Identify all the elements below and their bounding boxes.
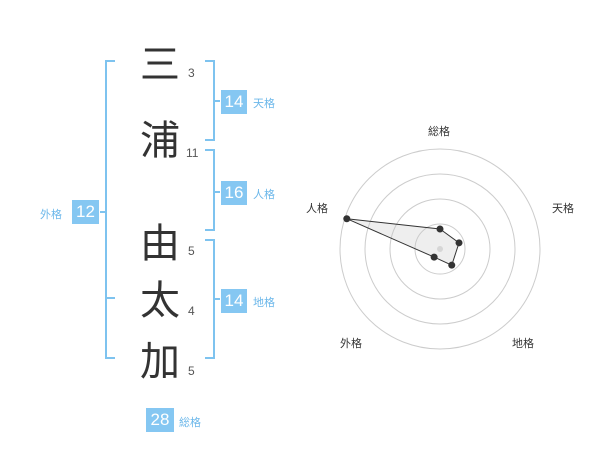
- radar-ring: [339, 148, 541, 350]
- name-char-5: 加: [140, 339, 180, 385]
- radar-point: [430, 253, 438, 261]
- name-char-3: 由: [140, 221, 180, 267]
- radar-label-tenkaku: 天格: [552, 202, 574, 215]
- gaikaku-value: 12: [72, 200, 99, 224]
- radar-center-dot: [437, 246, 443, 252]
- jinkaku-label: 人格: [253, 188, 275, 201]
- soukaku-value: 28: [146, 408, 174, 432]
- radar-label-chikaku: 地格: [512, 337, 534, 350]
- radar-label-gaikaku: 外格: [340, 337, 362, 350]
- radar-ring: [389, 198, 491, 300]
- radar-polygon: [346, 218, 460, 266]
- radar-label-jinkaku: 人格: [306, 202, 328, 215]
- chikaku-label: 地格: [253, 296, 275, 309]
- tenkaku-label: 天格: [253, 97, 275, 110]
- radar-ring: [364, 173, 516, 325]
- stroke-count-4: 4: [188, 304, 195, 318]
- stroke-count-2: 11: [186, 146, 199, 160]
- stroke-count-1: 3: [188, 66, 195, 80]
- radar-point: [436, 225, 444, 233]
- chikaku-value: 14: [221, 289, 247, 313]
- radar-label-soukaku: 総格: [428, 125, 450, 138]
- stroke-count-5: 5: [188, 364, 195, 378]
- tenkaku-value: 14: [221, 90, 247, 114]
- radar-point: [343, 215, 351, 223]
- jinkaku-value: 16: [221, 181, 247, 205]
- name-char-2: 浦: [140, 118, 180, 164]
- name-char-1: 三: [140, 42, 180, 88]
- gaikaku-label: 外格: [40, 208, 62, 221]
- radar-point: [448, 261, 456, 269]
- name-char-4: 太: [140, 278, 180, 324]
- radar-point: [455, 239, 463, 247]
- stroke-count-3: 5: [188, 244, 195, 258]
- soukaku-label: 総格: [179, 416, 201, 429]
